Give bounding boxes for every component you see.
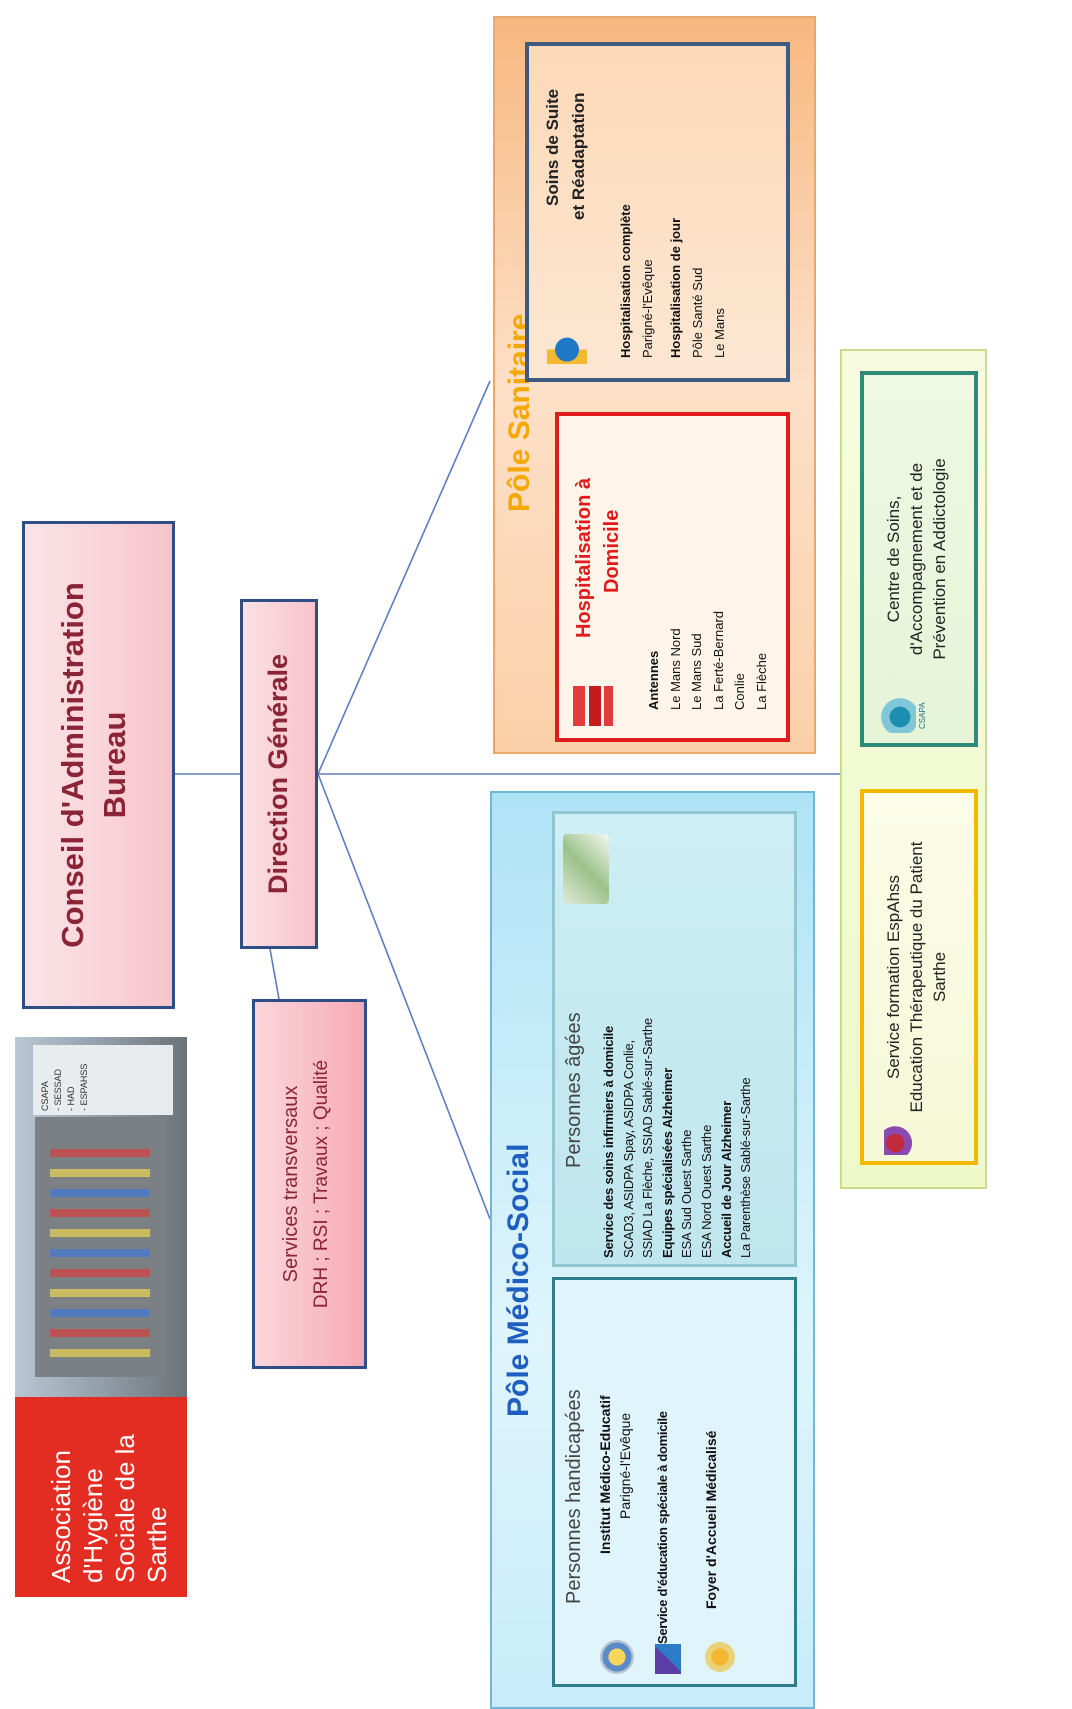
ssr-line-4: Pôle Santé Sud: [690, 267, 705, 358]
ime-logo-icon: [600, 1640, 634, 1674]
sign-item-2: - SESSAD: [53, 1068, 63, 1111]
conseil-box: Conseil d'Administration Bureau: [22, 521, 175, 1009]
direction-label: Direction Générale: [263, 653, 293, 895]
ssr-line-5: Le Mans: [712, 308, 727, 358]
ages-line-6: ESA Nord Ouest Sarthe: [698, 1124, 714, 1258]
ages-line-4: Equipes spécialisées Alzheimer: [659, 1067, 675, 1258]
formation-box: Service formation EspAhss Education Thér…: [860, 789, 978, 1165]
ssr-line-1: Hospitalisation complète: [618, 204, 633, 358]
csapa-logo-icon: [876, 693, 916, 733]
fam-logo-icon: [705, 1642, 735, 1672]
sessad-label: Service d'éducation spéciale à domicile: [655, 1411, 670, 1644]
sign-item-3: - HAD: [66, 1086, 76, 1112]
ime-line2: Parigné-l'Evêque: [617, 1412, 633, 1519]
ages-title: Personnes âgées: [563, 1012, 585, 1168]
green-panel: Service formation EspAhss Education Thér…: [840, 349, 987, 1189]
window-stripes: [50, 1137, 150, 1357]
had-box: Hospitalisation à Domicile Antennes Le M…: [555, 412, 790, 742]
association-name: Association d'Hygiène Sociale de la Sart…: [46, 1434, 172, 1583]
had-line-5: Conlie: [732, 673, 748, 710]
formation-line1: Service formation EspAhss: [884, 874, 903, 1080]
handicap-title: Personnes handicapées: [563, 1389, 585, 1604]
association-red-panel: Association d'Hygiène Sociale de la Sart…: [15, 1397, 187, 1597]
ssr-title-line1: Soins de Suite: [543, 88, 562, 206]
pole-sanitaire: Pôle Sanitaire Hospitalisation à Domicil…: [493, 16, 816, 754]
had-line-6: La Flèche: [753, 652, 769, 710]
ages-line-1: Service des soins infirmiers à domicile: [601, 1025, 616, 1258]
photo-sign-text: CSAPA - SESSAD - HAD - ESPAHSS: [39, 1064, 91, 1111]
line-direction-sanitaire: [317, 380, 491, 775]
had-logo-icon: [573, 686, 613, 726]
handicap-box: Personnes handicapées Institut Médico-Ed…: [552, 1277, 797, 1687]
csapa-line2: d'Accompagnement et de: [907, 462, 926, 656]
sessad-logo-icon: [655, 1644, 681, 1674]
ages-line-8: La Parenthèse Sablé-sur-Sarthe: [738, 1077, 754, 1258]
ssr-line-2: Parigné-l'Evêque: [640, 259, 655, 358]
csapa-box: CSAPA Centre de Soins, d'Accompagnement …: [860, 371, 978, 747]
conseil-line2: Bureau: [97, 711, 132, 819]
formation-logo-icon: [884, 1121, 916, 1155]
ages-line-5: ESA Sud Ouest Sarthe: [679, 1129, 695, 1258]
ages-box: Personnes âgées Service des soins infirm…: [552, 811, 797, 1267]
had-line-3: Le Mans Sud: [689, 633, 705, 710]
association-banner: Association d'Hygiène Sociale de la Sart…: [15, 1037, 187, 1597]
line-direction-medico: [317, 773, 491, 1220]
sign-item-1: CSAPA: [40, 1081, 50, 1111]
direction-box: Direction Générale: [240, 599, 318, 949]
formation-line2: Education Thérapeutique du Patient: [907, 841, 926, 1113]
ages-logo-icon: [563, 834, 609, 904]
had-title-line2: Domicile: [601, 509, 623, 593]
fam-label: Foyer d'Accueil Médicalisé: [703, 1430, 719, 1609]
ages-line-2: SCAD3, ASIDPA Spay, ASIDPA Conlie,: [620, 1040, 636, 1258]
conseil-line1: Conseil d'Administration: [55, 582, 90, 948]
ages-line-7: Accueil de Jour Alzheimer: [718, 1100, 734, 1258]
csapa-logo-text: CSAPA: [918, 702, 927, 729]
ssr-title-line2: et Réadaptation: [569, 92, 588, 220]
csapa-line3: Prévention en Addictologie: [930, 458, 949, 660]
had-line-1: Antennes: [646, 650, 661, 710]
building-photo: CSAPA - SESSAD - HAD - ESPAHSS: [15, 1037, 187, 1397]
sign-item-4: - ESPAHSS: [79, 1063, 89, 1111]
transversal-box: Services transversaux DRH ; RSI ; Travau…: [252, 999, 367, 1369]
ages-lines: Service des soins infirmiers à domicile …: [599, 1018, 756, 1258]
ime-line1: Institut Médico-Educatif: [597, 1395, 613, 1554]
pole-medico-social: Pôle Médico-Social Personnes handicapées…: [490, 791, 815, 1709]
had-lines: Antennes Le Mans Nord Le Mans Sud La Fer…: [643, 611, 773, 710]
ssr-line-3: Hospitalisation de jour: [668, 217, 683, 358]
formation-line3: Sarthe: [930, 951, 949, 1003]
had-title-line1: Hospitalisation à: [573, 477, 595, 638]
ages-line-3: SSIAD La Flèche, SSIAD Sablé-sur-Sarthe: [640, 1017, 656, 1258]
transversal-items: DRH ; RSI ; Travaux ; Qualité: [311, 1059, 332, 1309]
ssr-logo-icon: [547, 316, 587, 364]
medico-social-title: Pôle Médico-Social: [502, 1143, 535, 1417]
had-line-2: Le Mans Nord: [667, 628, 683, 710]
had-line-4: La Ferté-Bernard: [710, 611, 726, 710]
ssr-box: Soins de Suite et Réadaptation Hospitali…: [525, 42, 790, 382]
transversal-title: Services transversaux: [280, 1085, 302, 1283]
csapa-line1: Centre de Soins,: [884, 495, 903, 623]
ssr-lines: Hospitalisation complète Parigné-l'Evêqu…: [615, 204, 731, 358]
